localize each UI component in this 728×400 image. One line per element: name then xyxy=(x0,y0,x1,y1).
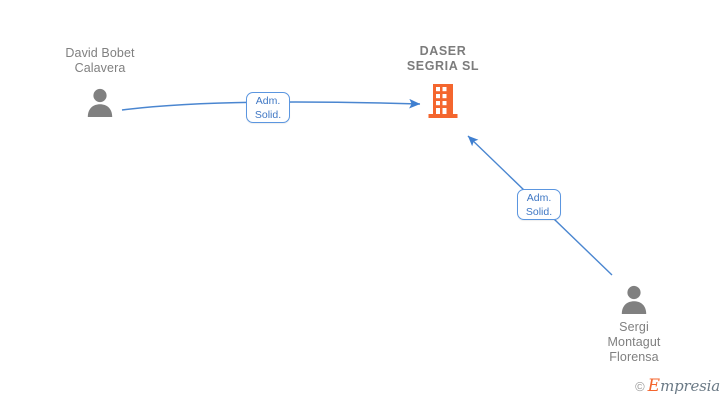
watermark-empresia: © E mpresia xyxy=(635,378,720,395)
person-icon xyxy=(87,88,113,117)
copyright-icon: © xyxy=(635,379,645,394)
node-person-david[interactable]: David Bobet Calavera xyxy=(50,46,150,117)
building-icon xyxy=(428,84,458,118)
node-label-company-daser: DASER SEGRIA SL xyxy=(406,44,480,73)
person-icon xyxy=(621,285,647,314)
brand-initial: E xyxy=(647,376,661,396)
node-company-daser[interactable]: DASER SEGRIA SL xyxy=(388,44,498,119)
brand-name: mpresia xyxy=(660,377,720,395)
edge-label-david-to-daser[interactable]: Adm. Solid. xyxy=(246,92,290,123)
node-person-sergi[interactable]: Sergi Montagut Florensa xyxy=(584,282,684,365)
edge-label-sergi-to-daser[interactable]: Adm. Solid. xyxy=(517,189,561,220)
node-label-person-sergi: Sergi Montagut Florensa xyxy=(607,320,661,364)
node-label-person-david: David Bobet Calavera xyxy=(65,46,135,75)
